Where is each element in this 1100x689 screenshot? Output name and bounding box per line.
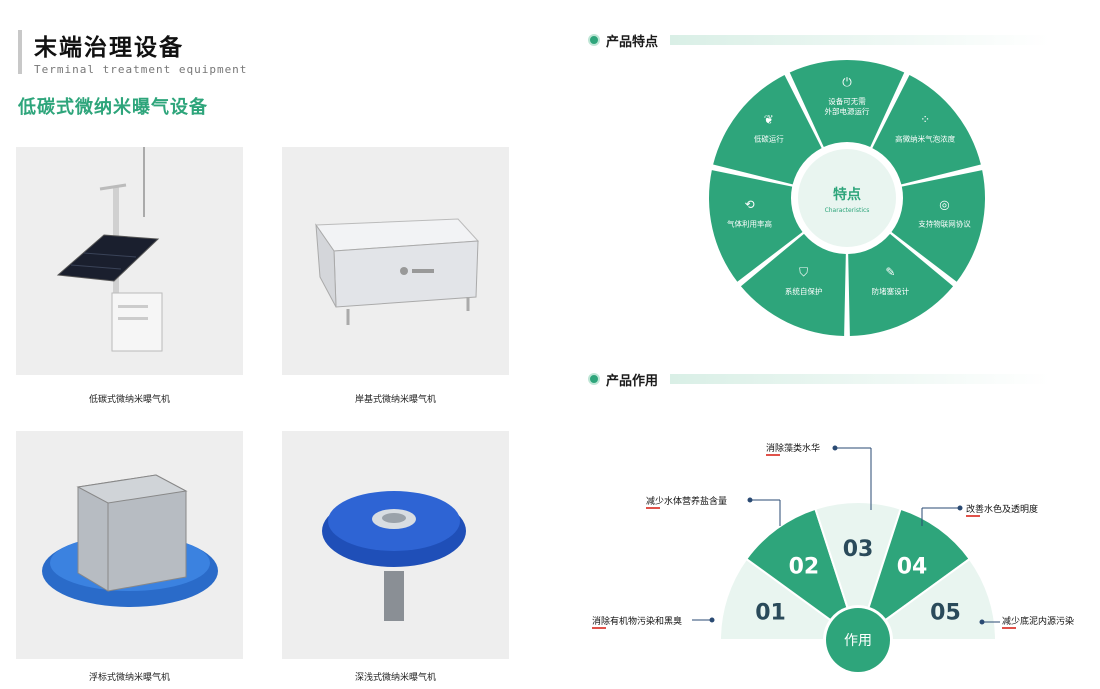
functions-header-label: 产品作用 [606,374,659,389]
callout-label: 减少水体营养盐含量 [646,497,728,507]
feature-label: 支持物联网协议 [918,218,971,228]
callout-05: 减少底泥内源污染 [1002,614,1074,629]
section-title: 低碳式微纳米曝气设备 [18,97,208,118]
feature-segment [789,60,905,148]
header-line [670,374,1050,384]
function-number: 04 [897,555,928,580]
page-title: 末端治理设备 [34,35,184,61]
callout-underline [1002,627,1016,629]
function-number: 01 [755,601,786,626]
header-dot [588,373,600,385]
callout-label: 减少底泥内源污染 [1002,617,1075,627]
function-number: 05 [930,601,961,626]
leaf-icon: ❦ [764,113,774,127]
product-image-shore-based [282,147,509,375]
product-caption: 浮标式微纳米曝气机 [88,673,170,683]
title-accent-bar [18,30,22,74]
header-line [670,35,1050,45]
features-header-label: 产品特点 [606,35,659,50]
functions-center [826,608,890,672]
power-icon: ⏻ [842,75,852,89]
callout-02: 减少水体营养盐含量 [646,494,727,509]
shield-icon: ⛉ [799,265,808,279]
product-caption: 低碳式微纳米曝气机 [88,395,170,405]
cycle-icon: ⟲ [744,197,754,211]
edit-icon: ✎ [885,265,895,279]
feature-label: 高微纳米气泡浓度 [895,134,955,144]
callout-01: 消除有机物污染和黑臭 [592,614,682,629]
bubbles-icon: ⁘ [920,113,930,127]
feature-segment [713,74,822,185]
functions-center-title: 作用 [844,633,872,649]
product-caption: 深浅式微纳米曝气机 [354,673,436,683]
feature-segment [848,233,954,336]
features-center-title: 特点 [833,186,861,203]
callout-lines [692,445,1000,625]
callout-label: 消除藻类水华 [766,444,821,454]
page-subtitle: Terminal treatment equipment [34,63,248,76]
features-header: 产品特点 [588,31,1058,50]
product-image-low-carbon [16,147,243,375]
callout-underline [766,454,780,456]
product-image-deep-shallow [282,431,509,659]
header-dot [588,34,600,46]
callout-underline [592,627,606,629]
callout-04: 改善水色及透明度 [966,502,1038,517]
callout-label: 改善水色及透明度 [966,505,1039,515]
feature-label: 低碳运行 [754,134,784,144]
product-caption: 岸基式微纳米曝气机 [354,395,436,405]
callout-underline [646,507,660,509]
callout-underline [966,515,980,517]
product-image-buoy [16,431,243,659]
callout-03: 消除藻类水华 [766,441,820,456]
function-number: 02 [789,555,820,580]
feature-segment [891,170,985,282]
feature-segment [872,74,981,185]
features-center-subtitle: Characteristics [825,207,870,214]
function-number: 03 [843,537,874,562]
features-center [798,149,896,247]
callout-label: 消除有机物污染和黑臭 [592,617,683,627]
function-segment [884,557,998,641]
feature-segment [740,233,846,336]
feature-label: 外部电源运行 [825,106,870,116]
feature-label: 设备可无需 [828,96,866,106]
functions-header: 产品作用 [588,370,1058,389]
feature-label: 气体利用率高 [727,218,772,228]
feature-segment [709,170,803,282]
wifi-icon: ◎ [939,197,949,211]
feature-label: 系统自保护 [785,286,823,296]
feature-label: 防堵塞设计 [872,286,910,296]
